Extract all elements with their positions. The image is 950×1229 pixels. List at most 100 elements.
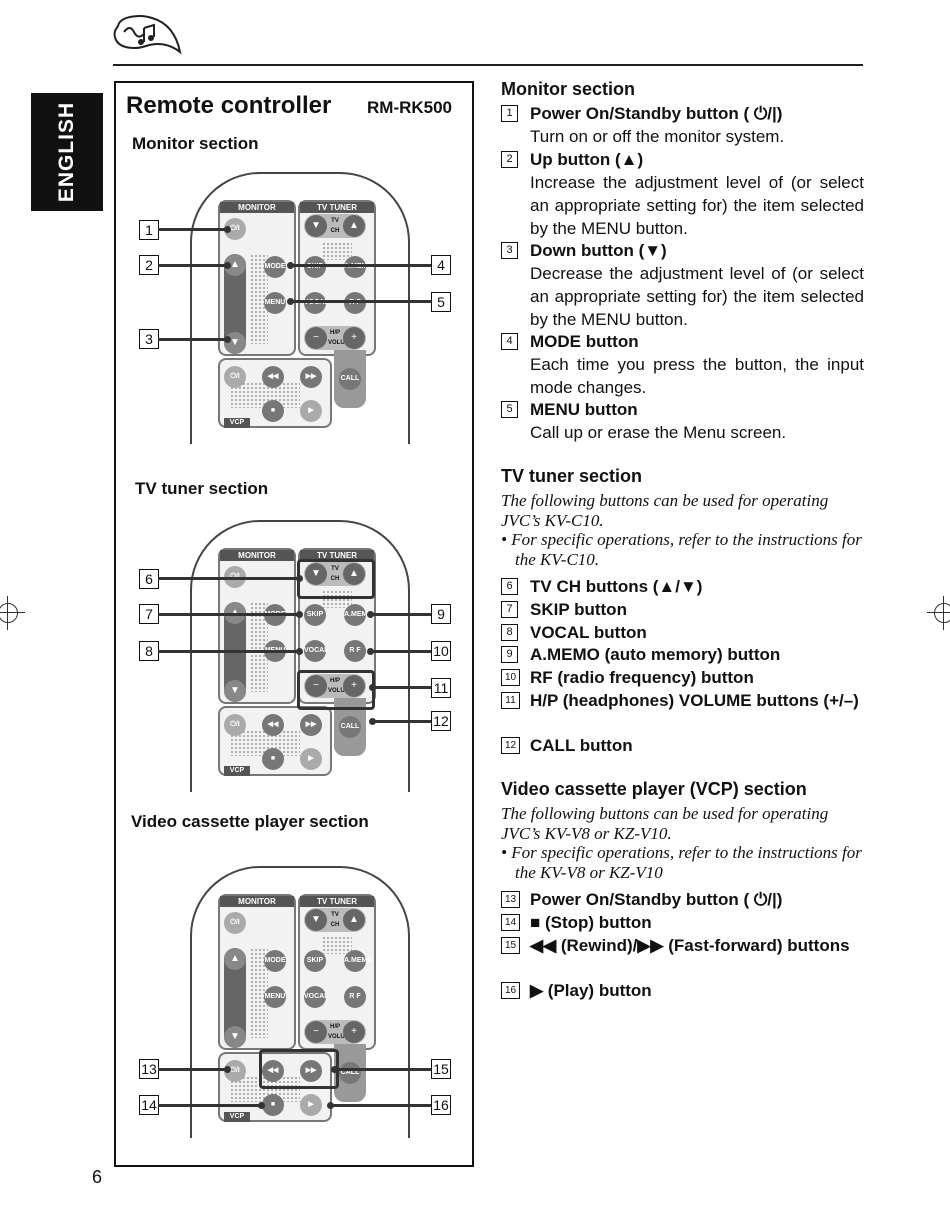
callout-leader-line <box>370 650 431 653</box>
callout-leader-line <box>330 1104 431 1107</box>
stop-button: ■ <box>262 1094 284 1116</box>
callout-leader-line <box>158 577 300 580</box>
fast-forward-button: ▶▶ <box>300 1060 322 1082</box>
minus-icon: − <box>305 1021 327 1043</box>
registration-mark-left <box>0 596 25 630</box>
item-title: ■ (Stop) button <box>530 913 652 932</box>
item-text: TV CH buttons (▲/▼) <box>530 575 864 598</box>
item-text: Power On/Standby button ( ⏻/|)Turn on or… <box>530 102 864 148</box>
power-button: ⏻/I <box>224 912 246 934</box>
item-text: Up button (▲)Increase the adjustment lev… <box>530 148 864 240</box>
callout-6: 6 <box>139 569 159 589</box>
amemo-button: A.MEMO <box>344 256 373 278</box>
tv-ch-buttons: ▼TV CH▲ <box>304 214 366 238</box>
amemo-button: A.MEMO <box>344 950 373 972</box>
callout-leader-line <box>372 720 431 723</box>
tv-bullet: • For specific operations, refer to the … <box>501 530 862 569</box>
call-button-housing: CALL <box>334 350 366 408</box>
ch-down-icon: ▼ <box>305 909 327 931</box>
registration-mark-right <box>927 596 950 630</box>
callout-target-dot <box>224 226 231 233</box>
callout-leader-line <box>158 1104 262 1107</box>
hp-volume-highlight <box>297 670 375 710</box>
fast-forward-button: ▶▶ <box>300 366 322 388</box>
item-number-badge: 12 <box>501 737 520 754</box>
music-note-logo-icon <box>113 15 182 55</box>
item-number-badge: 1 <box>501 105 518 122</box>
vocal-button: VOCAL <box>304 640 329 662</box>
speaker-grille <box>250 254 268 344</box>
item-text: Power On/Standby button ( ⏻/|) <box>530 888 864 911</box>
item-title: A.MEMO (auto memory) button <box>530 645 781 664</box>
down-arrow-icon: ▼ <box>224 680 246 702</box>
callout-target-dot <box>369 718 376 725</box>
callout-leader-line <box>158 1068 228 1071</box>
item-text: ▶ (Play) button <box>530 979 864 1002</box>
play-button: ▶ <box>300 400 322 422</box>
plus-icon: + <box>343 1021 365 1043</box>
up-arrow-icon: ▲ <box>224 254 246 276</box>
ch-up-icon: ▲ <box>343 215 365 237</box>
monitor-panel-label: MONITOR <box>220 896 294 907</box>
item-number-badge: 6 <box>501 578 518 595</box>
skip-button: SKIP <box>304 256 326 278</box>
ch-down-icon: ▼ <box>305 215 327 237</box>
callout-target-dot <box>287 298 294 305</box>
tv-ch-label: TV CH <box>330 566 340 582</box>
hp-volume-label: H/P VOLUME <box>328 678 354 694</box>
callout-leader-line <box>158 613 300 616</box>
tv-figure-heading: TV tuner section <box>135 479 269 498</box>
page-title: Remote controller <box>126 92 332 119</box>
hp-volume-buttons: −H/P VOLUME+ <box>304 326 366 350</box>
callout-leader-line <box>290 300 431 303</box>
vcp-section-heading: Video cassette player (VCP) section <box>501 779 807 799</box>
tv-bullet-text: For specific operations, refer to the in… <box>511 530 862 569</box>
item-text: RF (radio frequency) button <box>530 666 864 689</box>
tv-section-heading: TV tuner section <box>501 466 643 486</box>
mode-button: MODE <box>264 950 286 972</box>
monitor-panel-label: MONITOR <box>220 202 294 213</box>
item-title: H/P (headphones) VOLUME buttons (+/–) <box>530 691 859 710</box>
hp-volume-buttons: −H/P VOLUME+ <box>304 674 366 698</box>
rew-ff-highlight <box>259 1049 339 1089</box>
skip-button: SKIP <box>304 604 326 626</box>
item-number-badge: 13 <box>501 891 520 908</box>
callout-leader-line <box>290 264 431 267</box>
vcp-figure-heading: Video cassette player section <box>131 812 369 831</box>
item-title: ◀◀ (Rewind)/▶▶ (Fast-forward) buttons <box>530 936 850 955</box>
call-button: CALL <box>339 368 361 390</box>
up-down-rocker: ▲▼ <box>224 254 246 354</box>
item-text: CALL button <box>530 734 864 757</box>
hp-volume-label: H/P VOLUME <box>328 330 354 346</box>
vocal-button: VOCAL <box>304 986 329 1008</box>
callout-target-dot <box>331 1066 338 1073</box>
tv-ch-label: TV CH <box>330 912 340 928</box>
item-description: Decrease the adjustment level of (or sel… <box>530 264 864 329</box>
callout-target-dot <box>287 262 294 269</box>
hp-volume-buttons: −H/P VOLUME+ <box>304 1020 366 1044</box>
tv-ch-buttons: ▼TV CH▲ <box>304 562 366 586</box>
callout-target-dot <box>296 611 303 618</box>
language-tab: ENGLISH <box>31 93 103 211</box>
power-button: ⏻/I <box>224 218 246 240</box>
item-title: CALL button <box>530 736 633 755</box>
vcp-bullet-text: For specific operations, refer to the in… <box>511 843 862 882</box>
item-title: SKIP button <box>530 600 627 619</box>
rewind-button: ◀◀ <box>262 1060 284 1082</box>
ch-up-icon: ▲ <box>343 563 365 585</box>
vcp-panel-label: VCP <box>224 1112 250 1122</box>
item-description: Call up or erase the Menu screen. <box>530 423 787 442</box>
callout-10: 10 <box>431 641 451 661</box>
item-number-badge: 11 <box>501 692 520 709</box>
item-text: H/P (headphones) VOLUME buttons (+/–) <box>530 689 864 712</box>
callout-target-dot <box>224 262 231 269</box>
callout-7: 7 <box>139 604 159 624</box>
item-number-badge: 9 <box>501 646 518 663</box>
item-text: VOCAL button <box>530 621 864 644</box>
callout-11: 11 <box>431 678 451 698</box>
tv-grille <box>322 590 352 608</box>
rf-button: R F <box>344 986 366 1008</box>
callout-16: 16 <box>431 1095 451 1115</box>
item-number-badge: 3 <box>501 242 518 259</box>
minus-icon: − <box>305 675 327 697</box>
